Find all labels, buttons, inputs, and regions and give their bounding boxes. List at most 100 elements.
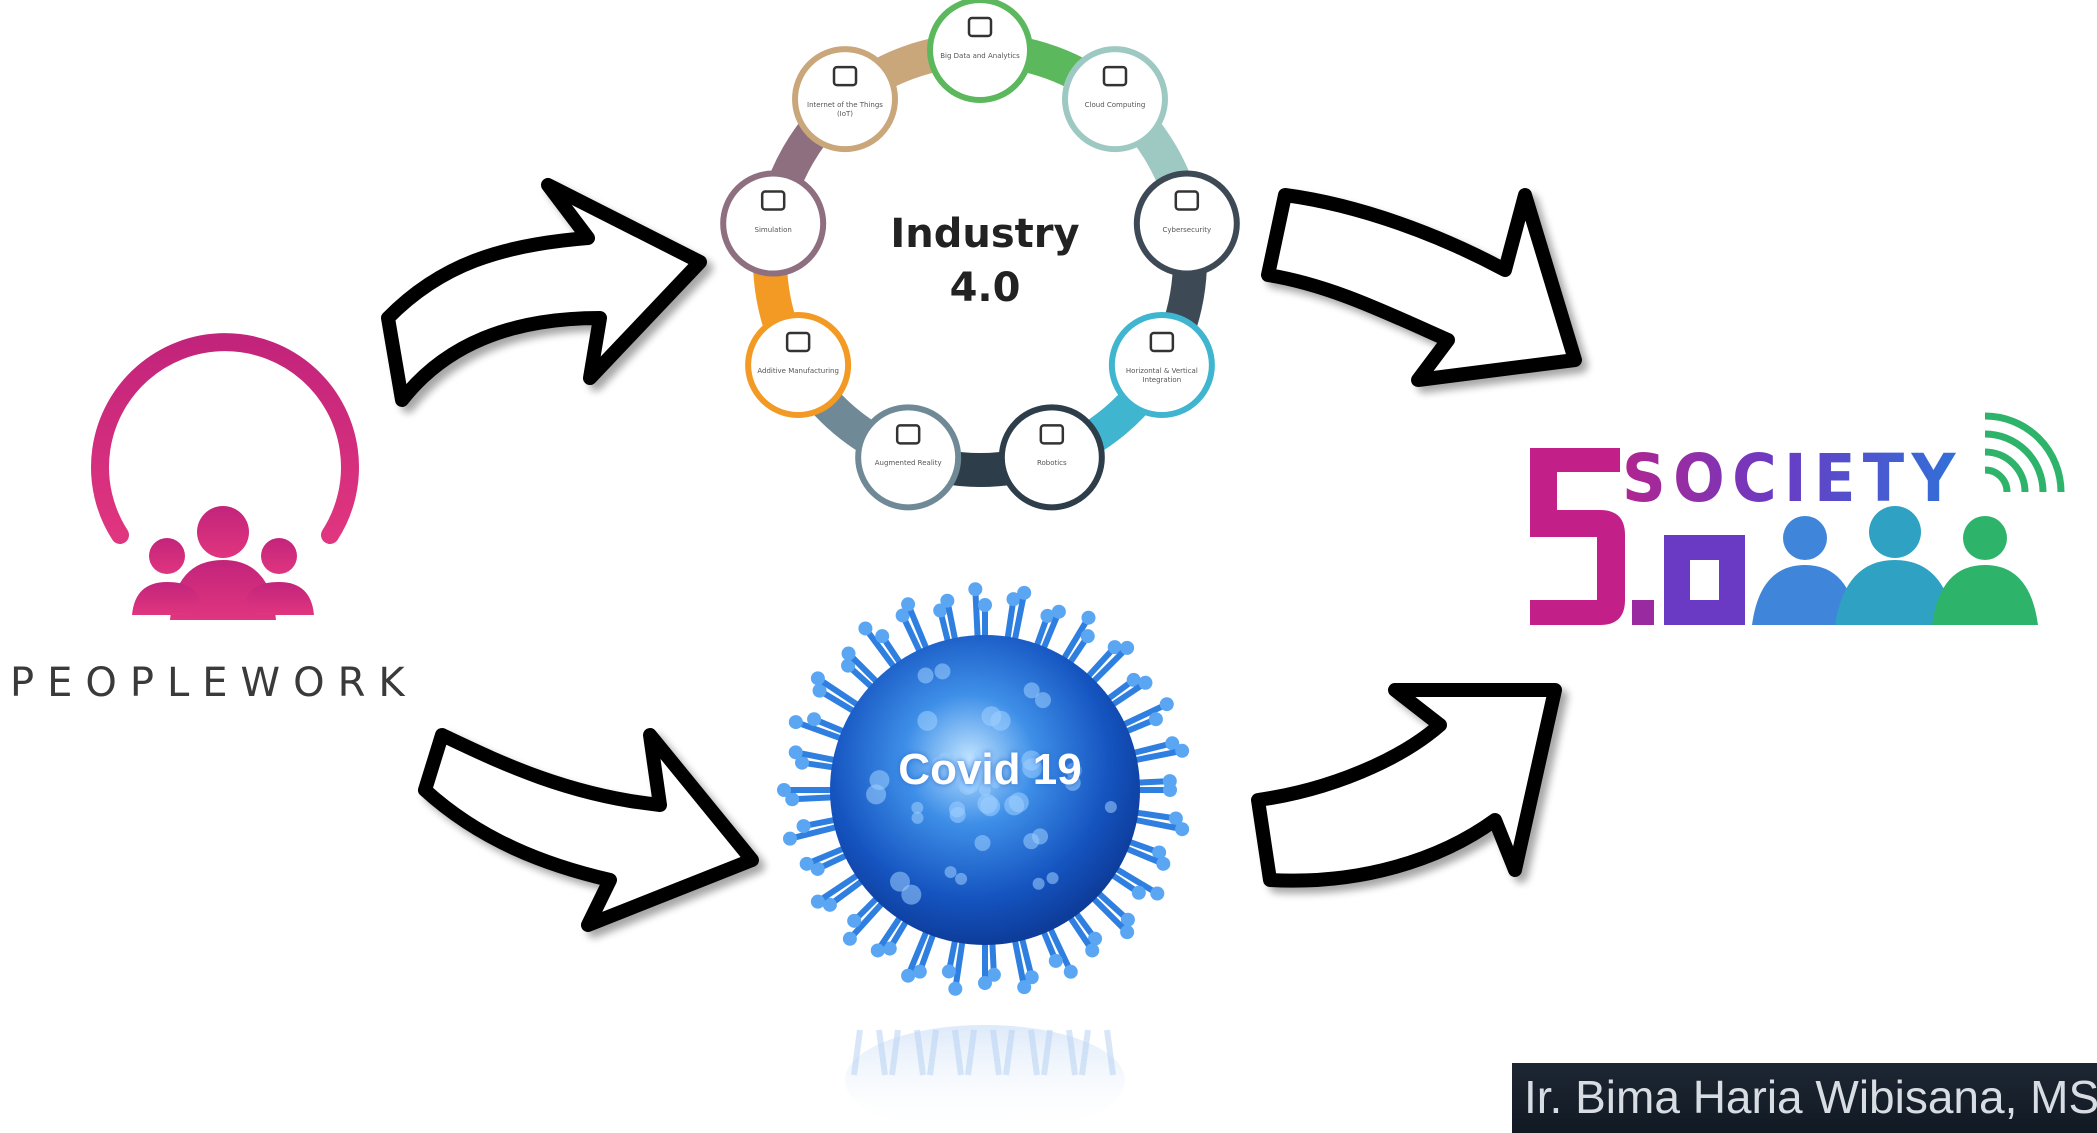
reflection-spike (1041, 1029, 1053, 1076)
arrow-to-industry (381, 178, 707, 407)
virus-spike-tip (1017, 980, 1032, 995)
industry-node-circle (745, 312, 852, 418)
industry-node-label: Horizontal & Vertical Integration (1125, 367, 1198, 384)
virus-spike-tip (1126, 672, 1141, 687)
virus-texture (974, 834, 991, 851)
virus-texture (1023, 833, 1040, 850)
author-name: Ir. Bima Haria Wibisana, MS (1524, 1071, 2097, 1123)
industry-title-line1: Industry (890, 211, 1080, 257)
virus-texture (979, 784, 991, 796)
virus-texture (869, 770, 890, 791)
virus-texture (1046, 872, 1059, 885)
virus-spike-tip (941, 964, 956, 979)
industry-node-circle (720, 170, 827, 277)
industry-node (927, 0, 1033, 103)
industry-node-label: Cybersecurity (1162, 225, 1212, 234)
virus-spike-tip (796, 819, 811, 834)
author-bar (1512, 1063, 2097, 1133)
virus-texture (1023, 682, 1040, 699)
virus-spike-tip (799, 856, 814, 871)
peoplework-label: PEOPLEWORK (10, 660, 418, 706)
signal-waves-icon (1984, 412, 2065, 493)
reflection-spike (876, 1029, 888, 1076)
industry-node-circle (1061, 46, 1168, 153)
shield-icon (1174, 190, 1200, 211)
virus-texture (949, 801, 966, 818)
virus-texture (1065, 762, 1082, 779)
virus-spike-tip (1120, 912, 1135, 927)
virus-spike-tip (1175, 743, 1190, 758)
society-logo (1530, 412, 2065, 625)
robot-arm-icon (1039, 424, 1065, 445)
vr-headset-icon (895, 424, 921, 445)
virus-texture (911, 801, 924, 814)
virus-texture (934, 663, 951, 680)
virus-spike-tip (807, 712, 822, 727)
virus-spike-tip (978, 598, 992, 612)
industry-node (1108, 312, 1215, 418)
reflection-spike (990, 1029, 1002, 1076)
industry-node (745, 312, 852, 418)
virus-spike-tip (1048, 953, 1063, 968)
virus-spike-tip (1148, 712, 1163, 727)
virus-spike-tip (940, 593, 955, 608)
industry-node-circle (927, 0, 1033, 103)
industry-node-label: Internet of the Things (IoT) (807, 101, 883, 119)
virus-spike-tip (870, 943, 885, 958)
reflection-spike (1066, 1029, 1078, 1076)
society-number-5 (1530, 448, 1625, 625)
virus-texture (889, 871, 910, 892)
arrows-move-icon (1149, 331, 1175, 353)
virus-texture (917, 710, 938, 731)
data-funnel-icon (967, 16, 993, 38)
virus-texture (990, 710, 1011, 731)
virus-texture (989, 776, 1002, 789)
virus-spike-tip (1107, 640, 1122, 655)
industry-title: Industry 4.0 (880, 207, 1090, 315)
virus-texture (962, 777, 979, 794)
arrow-to-society-top (1261, 188, 1582, 387)
society-number-0 (1664, 535, 1745, 625)
peoplework-logo (91, 333, 359, 620)
reflection-spike (965, 1029, 977, 1076)
peoplework-arc (91, 333, 359, 544)
industry-node-label: Robotics (1036, 459, 1067, 468)
layers-icon (785, 331, 811, 353)
covid-reflection (845, 1025, 1125, 1133)
virus-texture (1022, 758, 1043, 779)
industry-node (792, 46, 899, 153)
virus-spike-tip (1131, 885, 1146, 900)
virus-texture (979, 752, 992, 765)
virus-spike-tip (882, 941, 897, 956)
virus-spike-tip (822, 897, 837, 912)
virus-texture (911, 811, 924, 824)
virus-spike-tip (1175, 822, 1190, 837)
virus-texture (955, 872, 968, 885)
industry-node (1061, 46, 1168, 153)
industry-node-circle (998, 404, 1105, 511)
virus-spike-tip (1120, 640, 1135, 655)
car-icon (832, 65, 858, 87)
covid-label: Covid 19 (898, 745, 1082, 794)
virus-spike-tip (841, 658, 856, 673)
virus-spike-tip (933, 603, 948, 618)
virus-spike-tip (841, 646, 856, 661)
virus-spike-tip (1120, 925, 1135, 940)
virus-spike-tip (986, 967, 1001, 982)
virus-spike-tip (1168, 811, 1183, 826)
virus-spike-tip (1156, 856, 1171, 871)
reflection-spike (889, 1029, 901, 1076)
virus-spike-tip (978, 976, 992, 990)
virus-spike-tip (785, 792, 800, 807)
virus-spike-tip (782, 831, 797, 846)
reflection-spike (1079, 1029, 1091, 1076)
arrow-to-covid (418, 728, 759, 932)
ring-center (790, 70, 1170, 450)
virus-spike-tip (1165, 736, 1180, 751)
virus-texture (1064, 774, 1081, 791)
virus-spike-tip (788, 745, 803, 760)
virus-texture (1032, 877, 1045, 890)
virus-spike-tip (795, 755, 810, 770)
reflection-spike (927, 1029, 939, 1076)
